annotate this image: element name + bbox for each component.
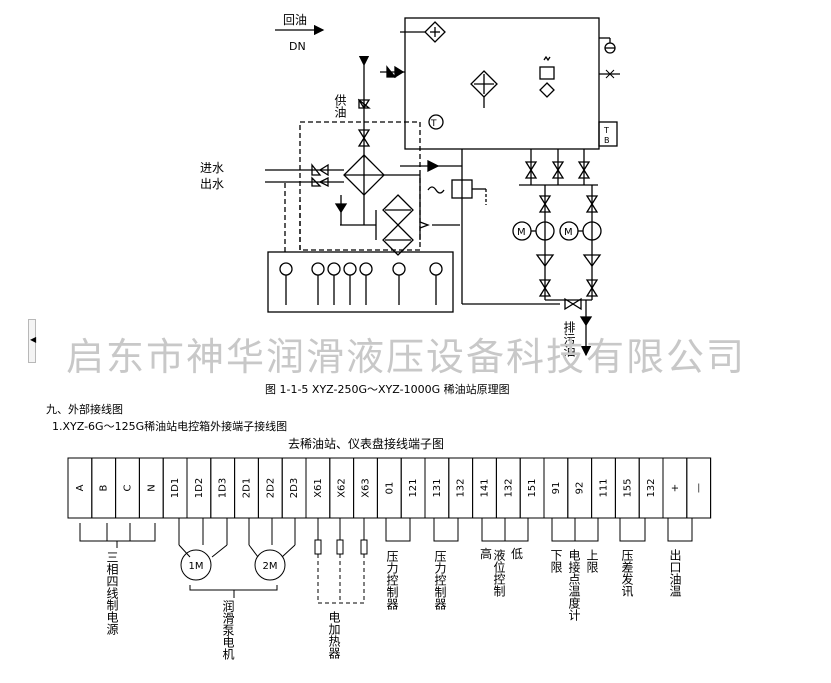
terminal-label: 155 [622, 478, 633, 497]
level-low-label: 低 [511, 547, 523, 561]
pump-1-icon [512, 221, 555, 241]
terminal-label: X62 [337, 478, 348, 498]
terminal-cell [686, 457, 712, 519]
twin-filter-icon [375, 194, 421, 256]
terminal-label: 141 [480, 478, 491, 497]
dn-label: DN [289, 40, 306, 53]
relief-valve-icon [427, 179, 487, 205]
pressure-1-label: 压力控制器 [385, 550, 399, 611]
motor-2m-icon [254, 549, 286, 581]
terminal-label: 2D1 [242, 478, 253, 498]
terminal-label: + [670, 484, 681, 492]
terminal-label: 132 [503, 478, 514, 497]
motor-1m-icon [180, 549, 212, 581]
tb-b-label: B [604, 136, 610, 145]
outlet-group-label: 出口油温 [668, 549, 682, 597]
return-oil-label: 回油 [283, 13, 307, 27]
temp-group-label: 电接点温度计 [567, 549, 581, 621]
terminal-label: 2D3 [289, 478, 300, 498]
oil-station-schematic [265, 17, 620, 357]
thermo-t-label: T [430, 119, 437, 129]
terminal-label: 1D1 [170, 478, 181, 498]
terminal-label: N [146, 484, 157, 491]
heater-element-1 [314, 539, 322, 555]
tank-filter-icon [470, 70, 498, 108]
motor-2m-label: 2M [263, 561, 278, 572]
sight-gauge-icon [599, 37, 616, 54]
gauge-panel [279, 262, 443, 305]
level-group-label: 液位控制 [492, 548, 506, 597]
terminal-label: B [99, 484, 110, 491]
terminal-label: 132 [456, 478, 467, 497]
terminal-label: 1D3 [218, 478, 229, 498]
terminal-label: 132 [646, 478, 657, 497]
temp-lower-label: 下限 [549, 549, 563, 573]
temp-upper-label: 上限 [585, 549, 599, 573]
power-group-label: 三相四线制电源 [105, 551, 119, 636]
diff-group-label: 压差发讯 [620, 549, 634, 598]
supply-oil-label: 供油 [333, 94, 347, 118]
water-out-label: 出水 [200, 177, 224, 191]
terminal-label: — [694, 483, 705, 493]
terminal-label: 131 [432, 478, 443, 497]
watermark-text: 启东市神华润滑液压设备科技有限公司 [66, 335, 747, 379]
terminal-label: C [123, 484, 134, 491]
motor-1m-label: 1M [189, 561, 204, 572]
heater-element-3 [360, 539, 368, 555]
figure-caption: 图 1-1-5 XYZ-250G～XYZ-1000G 稀油站原理图 [265, 383, 510, 396]
level-switch-icon [539, 55, 555, 98]
water-in-label: 进水 [200, 161, 224, 175]
scroll-left-button[interactable]: ◀ [28, 319, 36, 363]
tb-box-icon [598, 121, 618, 147]
thermometer-icon [428, 114, 444, 130]
level-high-label: 高 [480, 546, 492, 561]
caret-left-icon: ◀ [30, 335, 37, 344]
wiring [79, 518, 693, 604]
heater-group-label: 电加热器 [327, 611, 341, 660]
section-title: 九、外部接线图 [46, 403, 123, 416]
subsection-title: 1.XYZ-6G～125G稀油站电控箱外接端子接线图 [52, 420, 288, 433]
terminal-label: 92 [575, 482, 586, 495]
terminal-label: X61 [313, 478, 324, 498]
tank-heater-icon [400, 21, 446, 43]
heater-element-2 [336, 539, 344, 555]
pump-2-icon [559, 221, 602, 241]
terminal-label: 01 [384, 482, 395, 495]
cooler-icon [343, 154, 385, 196]
terminal-label: 121 [408, 478, 419, 497]
terminal-label: 1D2 [194, 478, 205, 498]
terminal-block: A B C N 1D1 1D2 1D3 2D1 2D2 2D3 X61 X62 X63 01 121 131 1… [67, 457, 712, 519]
pressure-2-label: 压力控制器 [433, 550, 447, 611]
terminal-label: 111 [599, 478, 610, 497]
drain-oil-label: 排污油 [562, 321, 576, 357]
terminal-label: 151 [527, 478, 538, 497]
panel-title: 去稀油站、仪表盘接线端子图 [288, 437, 445, 451]
pump-2-motor-label: M [564, 227, 573, 238]
terminal-label: 91 [551, 482, 562, 495]
oil-tank [404, 17, 600, 150]
motor-group-label: 润滑泵电机 [221, 600, 235, 660]
pump-1-motor-label: M [517, 227, 526, 238]
terminal-label: A [75, 484, 86, 491]
terminal-label: 2D2 [265, 478, 276, 498]
terminal-label: X63 [361, 478, 372, 498]
tb-t-label: T [603, 126, 609, 135]
